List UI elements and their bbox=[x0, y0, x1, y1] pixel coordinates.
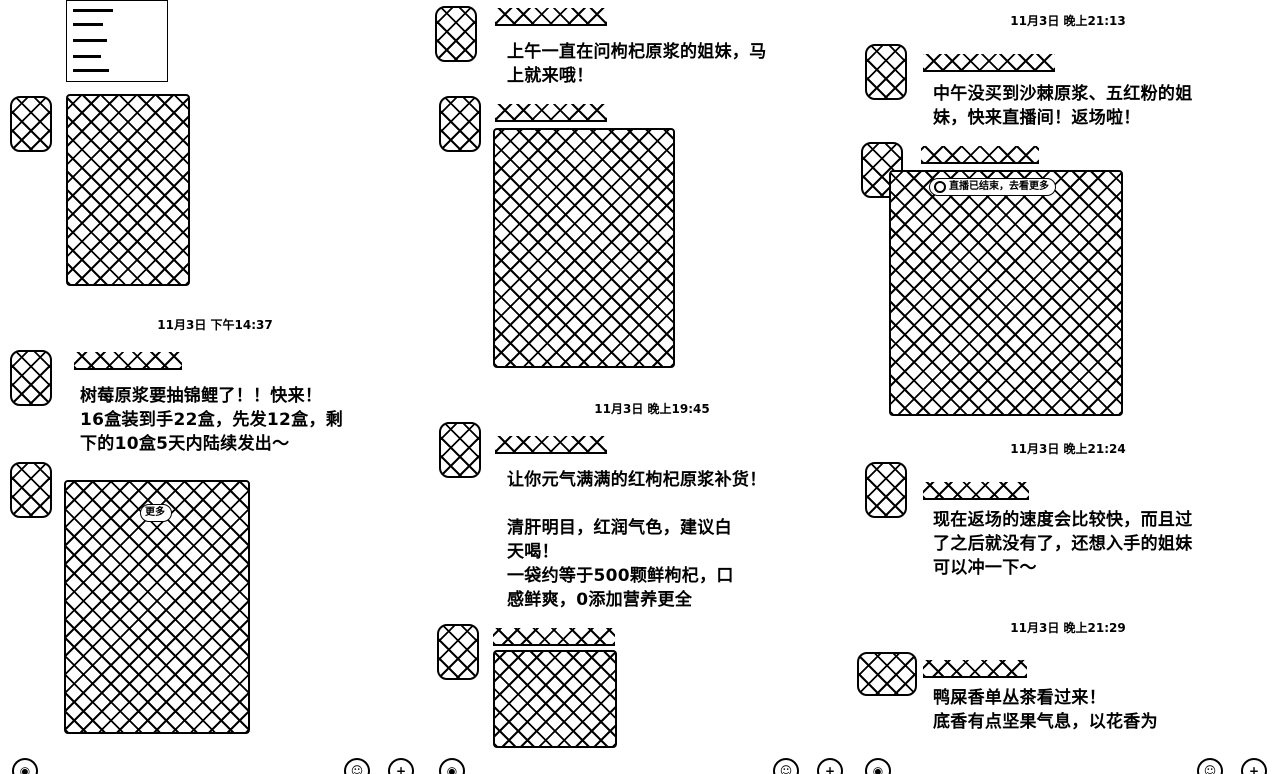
live-ended-pill[interactable]: 更多 bbox=[140, 504, 172, 522]
plus-icon[interactable]: + bbox=[817, 758, 843, 774]
avatar[interactable] bbox=[865, 44, 907, 100]
food-photo-image[interactable] bbox=[66, 94, 190, 286]
live-stream-card-image[interactable] bbox=[493, 128, 675, 368]
avatar[interactable] bbox=[10, 462, 52, 518]
pill-label: 更多 bbox=[145, 507, 165, 518]
avatar[interactable] bbox=[857, 652, 917, 696]
timestamp: 11月3日 晚上21:13 bbox=[1010, 14, 1126, 28]
voice-icon[interactable]: ◉ bbox=[12, 758, 38, 774]
message-text: 现在返场的速度会比较快，而且过 了之后就没有了，还想入手的姐妹 可以冲一下～ bbox=[933, 510, 1193, 578]
message-text: 中午没买到沙棘原浆、五红粉的姐 妹，快来直播间！返场啦！ bbox=[933, 84, 1193, 128]
timestamp: 11月3日 下午14:37 bbox=[157, 318, 273, 332]
product-photo-image[interactable] bbox=[493, 650, 617, 748]
sender-name bbox=[495, 436, 607, 454]
live-stream-card-image[interactable] bbox=[64, 480, 250, 734]
message-text: 上午一直在问枸杞原浆的姐妹，马 上就来哦！ bbox=[507, 42, 767, 86]
live-ended-pill[interactable]: 直播已结束，去看更多 bbox=[929, 178, 1056, 196]
live-stream-card-image[interactable] bbox=[889, 170, 1123, 416]
sender-name bbox=[495, 8, 607, 26]
sender-name bbox=[495, 104, 607, 122]
plus-icon[interactable]: + bbox=[388, 758, 414, 774]
timestamp: 11月3日 晚上19:45 bbox=[594, 402, 710, 416]
location-pin-icon bbox=[934, 181, 946, 193]
timestamp: 11月3日 晚上21:29 bbox=[1010, 621, 1126, 635]
sender-name bbox=[923, 660, 1027, 678]
avatar[interactable] bbox=[865, 462, 907, 518]
emoji-icon[interactable]: ☺ bbox=[344, 758, 370, 774]
message-text: 树莓原浆要抽锦鲤了！！快来！ 16盒装到手22盒，先发12盒，剩 下的10盒5天… bbox=[80, 386, 344, 454]
pill-label: 直播已结束，去看更多 bbox=[949, 181, 1049, 192]
avatar[interactable] bbox=[439, 96, 481, 152]
message-text: 让你元气满满的红枸杞原浆补货！ 清肝明目，红润气色，建议白 天喝！ 一袋约等于5… bbox=[507, 470, 767, 610]
avatar[interactable] bbox=[10, 350, 52, 406]
avatar[interactable] bbox=[435, 6, 477, 62]
emoji-icon[interactable]: ☺ bbox=[773, 758, 799, 774]
sender-name bbox=[923, 54, 1055, 72]
input-bar: ◉ ☺ + bbox=[0, 752, 425, 774]
voice-icon[interactable]: ◉ bbox=[865, 758, 891, 774]
plus-icon[interactable]: + bbox=[1241, 758, 1267, 774]
chat-column-1: 11月3日 下午14:37 树莓原浆要抽锦鲤了！！快来！ 16盒装到手22盒，先… bbox=[0, 0, 425, 774]
sender-name bbox=[74, 352, 182, 370]
timestamp: 11月3日 晚上21:24 bbox=[1010, 442, 1126, 456]
avatar[interactable] bbox=[10, 96, 52, 152]
voice-icon[interactable]: ◉ bbox=[439, 758, 465, 774]
avatar[interactable] bbox=[439, 422, 481, 478]
chat-column-3: 11月3日 晚上21:13 中午没买到沙棘原浆、五红粉的姐 妹，快来直播间！返场… bbox=[853, 0, 1280, 774]
sender-name bbox=[493, 628, 615, 646]
sender-name bbox=[923, 482, 1029, 500]
input-bar: ◉ ☺ + bbox=[853, 752, 1280, 774]
emoji-icon[interactable]: ☺ bbox=[1197, 758, 1223, 774]
message-text: 鸭屎香单丛茶看过来！ 底香有点坚果气息，以花香为 bbox=[933, 688, 1158, 732]
input-bar: ◉ ☺ + bbox=[427, 752, 853, 774]
sender-name bbox=[921, 146, 1039, 164]
shared-document-image[interactable] bbox=[66, 0, 168, 82]
chat-column-2: 上午一直在问枸杞原浆的姐妹，马 上就来哦！ 11月3日 晚上19:45 让你元气… bbox=[427, 0, 853, 774]
avatar[interactable] bbox=[437, 624, 479, 680]
